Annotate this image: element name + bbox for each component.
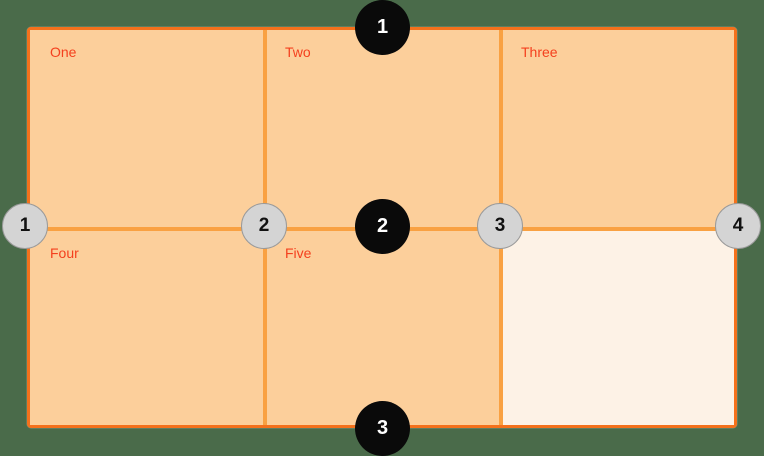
row-marker-bottom-label: 3	[376, 417, 389, 439]
row-marker-top-label: 1	[376, 16, 389, 38]
column-handle-1[interactable]: 1	[2, 203, 48, 249]
row-marker-middle[interactable]: 2	[355, 199, 410, 254]
cell-label-four: Four	[50, 245, 79, 261]
row-marker-middle-label: 2	[376, 215, 389, 237]
grid-cell-empty[interactable]	[501, 231, 734, 425]
column-handle-2[interactable]: 2	[241, 203, 287, 249]
column-handle-4-label: 4	[732, 215, 744, 236]
column-handle-2-label: 2	[258, 215, 270, 236]
column-handle-4[interactable]: 4	[715, 203, 761, 249]
column-handle-1-label: 1	[19, 215, 31, 236]
column-handle-3-label: 3	[494, 215, 506, 236]
grid-cell-three[interactable]: Three	[501, 30, 734, 227]
row-marker-top[interactable]: 1	[355, 0, 410, 55]
grid-cell-five[interactable]: Five	[265, 231, 501, 425]
row-marker-bottom[interactable]: 3	[355, 401, 410, 456]
cell-label-three: Three	[521, 44, 558, 60]
grid-frame: One Two Three Four Five	[27, 27, 737, 428]
grid-cell-four[interactable]: Four	[30, 231, 265, 425]
column-handle-3[interactable]: 3	[477, 203, 523, 249]
cell-label-one: One	[50, 44, 77, 60]
grid-cell-one[interactable]: One	[30, 30, 265, 227]
grid-cell-two[interactable]: Two	[265, 30, 501, 227]
cell-label-five: Five	[285, 245, 312, 261]
cell-label-two: Two	[285, 44, 311, 60]
